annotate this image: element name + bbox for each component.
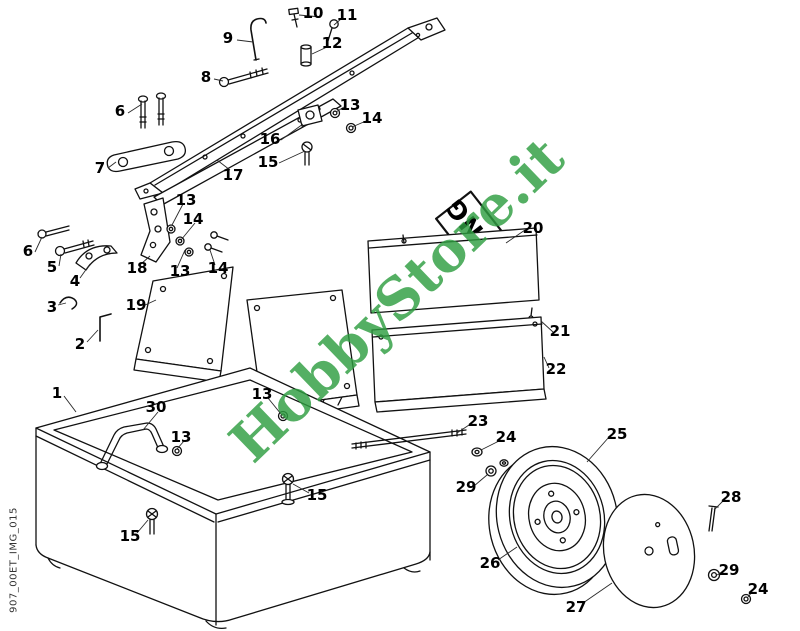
part-callout-23: 23 <box>467 412 489 430</box>
part-callout-24: 24 <box>495 428 517 446</box>
parts-linework: VIKING <box>35 7 752 629</box>
part-wheel-25-26 <box>488 445 619 596</box>
part-board-21 <box>367 227 540 321</box>
part-ring-pin-11 <box>326 19 339 45</box>
part-nut-29b <box>707 568 721 582</box>
part-callout-18: 18 <box>126 259 148 277</box>
part-callout-15: 15 <box>257 153 279 171</box>
part-nut-14a <box>345 122 357 134</box>
part-wheel-disc-27 <box>602 493 696 609</box>
part-bolt-15-left <box>145 507 159 535</box>
part-callout-19: 19 <box>125 296 147 314</box>
part-callout-16: 16 <box>259 130 281 148</box>
part-screw-10 <box>288 7 300 28</box>
part-bolt-8 <box>218 67 269 88</box>
part-container-1 <box>35 367 431 629</box>
part-callout-28: 28 <box>720 488 742 506</box>
image-code-label: 907_00ET_IMG_015 <box>8 507 20 613</box>
part-drawbar-17 <box>134 17 446 206</box>
part-bolt-5 <box>54 239 95 257</box>
part-nut-29a <box>485 465 497 477</box>
part-callout-13: 13 <box>339 96 361 114</box>
part-hook-3 <box>59 296 78 310</box>
part-callout-4: 4 <box>69 272 81 290</box>
part-callout-30: 30 <box>145 398 167 416</box>
part-callout-14: 14 <box>182 210 204 228</box>
part-callout-13: 13 <box>170 428 192 446</box>
part-callout-21: 21 <box>549 322 571 340</box>
part-bolt-6-lower <box>37 225 70 239</box>
part-callout-3: 3 <box>46 298 58 316</box>
part-callout-14: 14 <box>361 109 383 127</box>
part-callout-27: 27 <box>565 598 587 616</box>
part-callout-10: 10 <box>302 4 324 22</box>
part-rod-9 <box>250 17 267 61</box>
leader-lines <box>34 14 753 604</box>
part-handle-30 <box>95 422 169 471</box>
part-spacer-12 <box>300 44 312 67</box>
part-callout-25: 25 <box>606 425 628 443</box>
part-board-22 <box>371 316 547 413</box>
part-pin-2 <box>99 313 112 342</box>
part-bolt-15a <box>301 141 313 166</box>
part-callout-8: 8 <box>200 68 212 86</box>
part-bracket-7 <box>106 140 186 173</box>
part-callout-29: 29 <box>455 478 477 496</box>
part-panel-19 <box>133 266 234 383</box>
part-callout-2: 2 <box>74 335 86 353</box>
part-callout-26: 26 <box>479 554 501 572</box>
part-callout-11: 11 <box>336 6 358 24</box>
part-bracket-18 <box>140 197 171 263</box>
part-callout-17: 17 <box>222 166 244 184</box>
part-callout-24: 24 <box>747 580 769 598</box>
part-callout-13: 13 <box>175 191 197 209</box>
part-callout-29: 29 <box>718 561 740 579</box>
part-callout-6: 6 <box>114 102 126 120</box>
part-callout-15: 15 <box>119 527 141 545</box>
part-callout-15: 15 <box>306 486 328 504</box>
part-washers-13b <box>166 224 194 257</box>
part-bolt-15-mid <box>281 472 295 506</box>
part-callout-5: 5 <box>46 258 58 276</box>
part-callout-22: 22 <box>545 360 567 378</box>
part-spacer-axle <box>499 459 509 467</box>
part-callout-14: 14 <box>207 259 229 277</box>
part-nuts-14b <box>204 231 229 253</box>
part-bolts-6-top <box>137 92 167 129</box>
part-bushing-24a <box>471 447 483 457</box>
part-callout-12: 12 <box>321 34 343 52</box>
part-callout-13: 13 <box>169 262 191 280</box>
part-washer-13-box1 <box>171 445 183 457</box>
part-bracket-4 <box>75 245 118 271</box>
part-callout-9: 9 <box>222 29 234 47</box>
part-callout-7: 7 <box>94 159 106 177</box>
part-callout-20: 20 <box>522 219 544 237</box>
part-axle-23 <box>351 428 467 450</box>
part-washer-13a <box>329 107 341 119</box>
part-callout-6: 6 <box>22 242 34 260</box>
part-pin-28 <box>708 505 719 532</box>
part-callout-13: 13 <box>251 385 273 403</box>
part-plate-16 <box>297 104 323 127</box>
part-callout-1: 1 <box>51 384 63 402</box>
